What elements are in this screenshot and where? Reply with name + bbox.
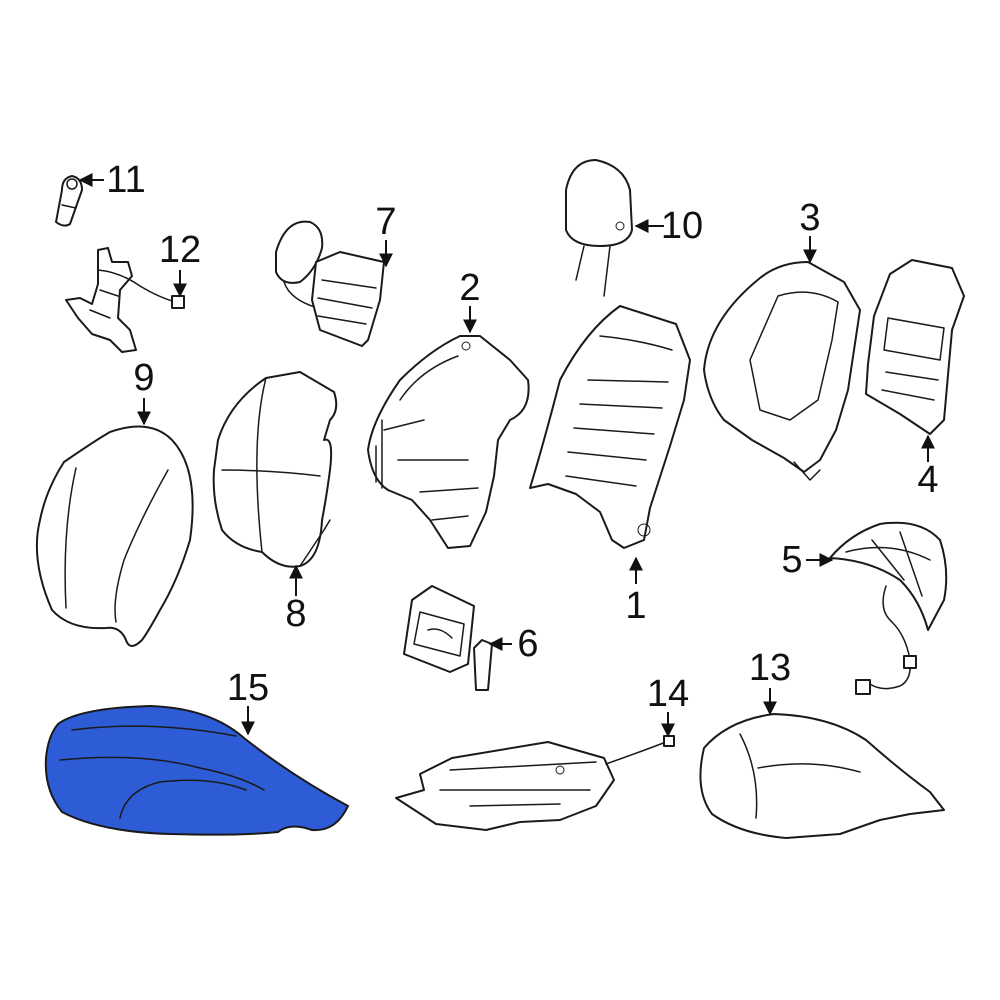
callout-3: 3 (799, 197, 820, 239)
callout-4: 4 (917, 459, 938, 501)
callout-1: 1 (625, 585, 646, 627)
leader-lines (78, 173, 935, 738)
part-9-backrest-cover[interactable] (35, 425, 194, 647)
callout-8: 8 (285, 593, 306, 635)
part-13-seat-cushion[interactable] (699, 713, 945, 839)
callout-12: 12 (159, 229, 201, 271)
part-7-lumbar-module[interactable] (275, 220, 385, 347)
callout-15: 15 (227, 667, 269, 709)
part-2-backrest-frame[interactable] (367, 335, 530, 549)
part-10-headrest[interactable] (565, 159, 633, 297)
callout-14: 14 (647, 673, 689, 715)
part-1-backrest-frame-suspension[interactable] (529, 305, 691, 549)
callout-10: 10 (661, 205, 703, 247)
callout-13: 13 (749, 647, 791, 689)
part-6-control-module[interactable] (403, 585, 493, 691)
part-8-backrest-pad[interactable] (212, 371, 338, 568)
part-3-backrest-shell[interactable] (703, 261, 861, 481)
part-12-bracket[interactable] (65, 247, 185, 353)
part-14-seat-pan[interactable] (395, 735, 675, 831)
callout-9: 9 (133, 357, 154, 399)
part-11-actuator[interactable] (55, 175, 83, 227)
callout-6: 6 (517, 623, 538, 665)
callout-5: 5 (781, 539, 802, 581)
callout-2: 2 (459, 267, 480, 309)
part-15-cushion-cover[interactable] (44, 704, 350, 836)
callout-11: 11 (106, 159, 145, 201)
part-5-heater-pad[interactable] (829, 521, 948, 695)
callout-7: 7 (375, 201, 396, 243)
part-4-rear-panel[interactable] (865, 259, 965, 435)
callout-labels: 1 2 3 4 5 6 7 8 9 10 11 12 13 14 15 (106, 159, 938, 715)
